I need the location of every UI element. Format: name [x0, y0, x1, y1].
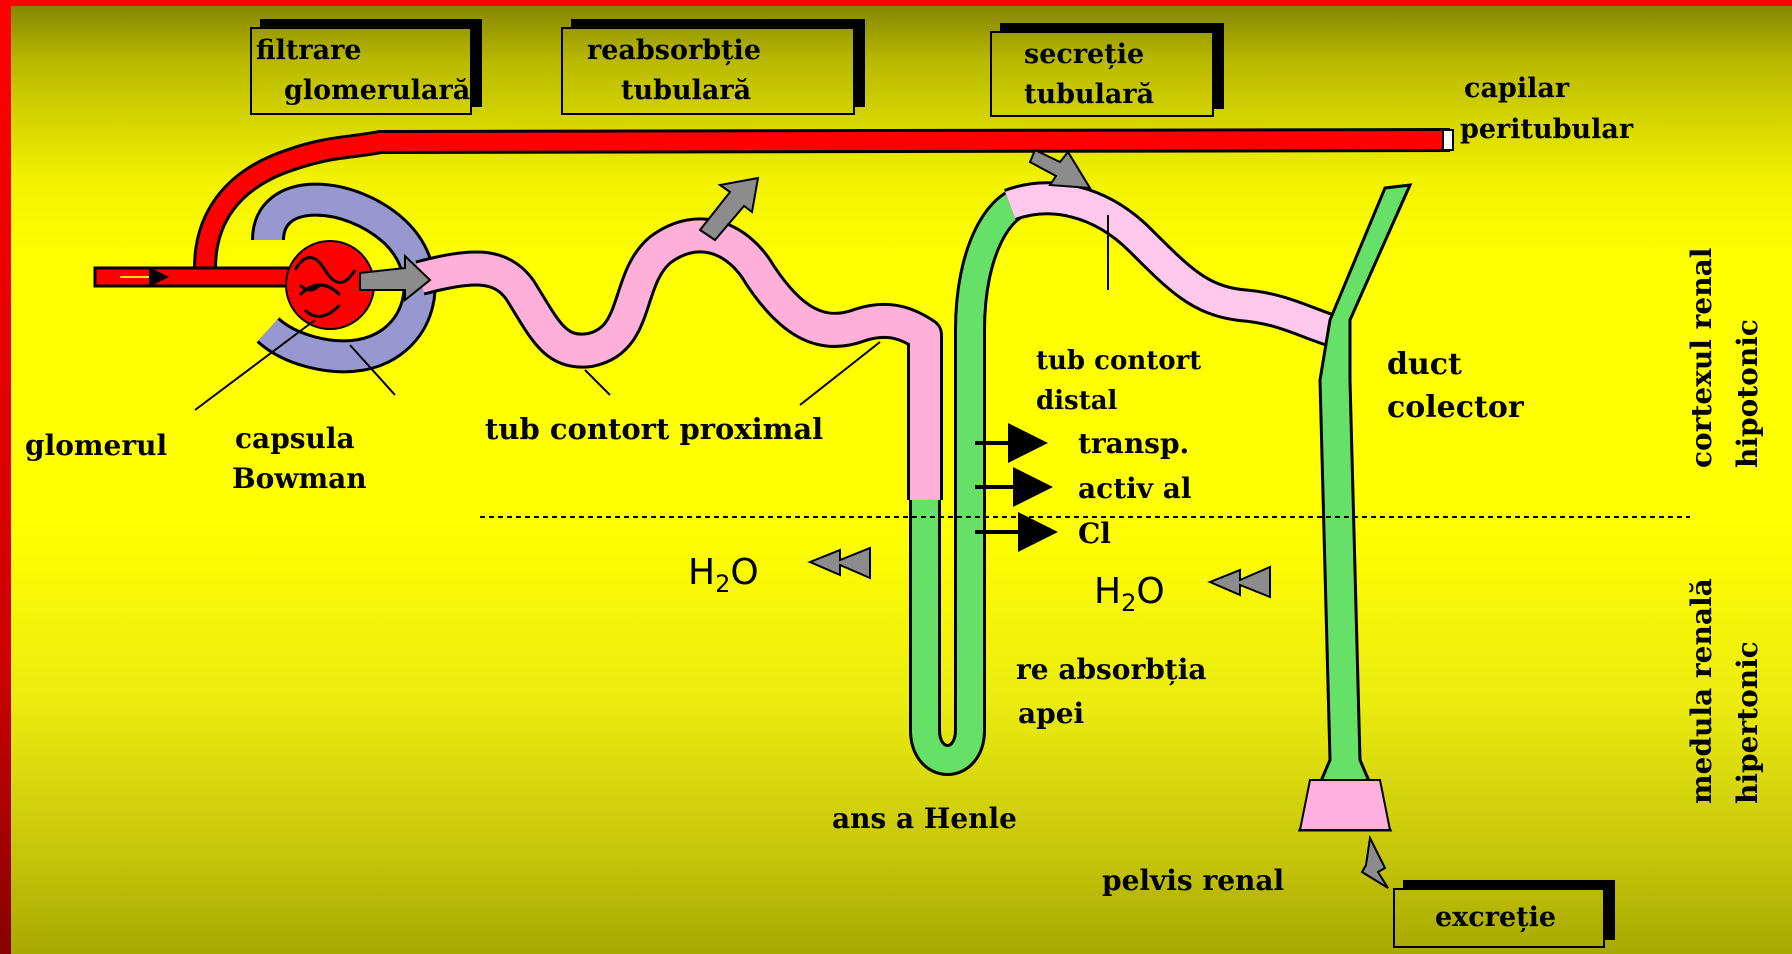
- distal-tubule-label-line2: distal: [1036, 388, 1117, 414]
- capillary-label-line2: peritubular: [1460, 116, 1633, 143]
- water-right-h: H: [1094, 571, 1121, 612]
- transport-arrows: [975, 443, 1050, 532]
- water-left-o: O: [730, 552, 758, 593]
- medulla-zone-label-line1: medula renală: [1688, 578, 1716, 804]
- excretion-box-line1: excreție: [1435, 904, 1556, 931]
- capillary-label-line1: capilar: [1464, 75, 1569, 102]
- glomerulus-label: glomerul: [25, 432, 167, 460]
- transport-label-line1: transp.: [1078, 430, 1189, 458]
- secretion-box: secreție tubulară: [990, 31, 1214, 117]
- excretion-box: excreție: [1393, 888, 1605, 948]
- cortex-zone-label-line1: cortexul renal: [1688, 248, 1716, 468]
- medulla-zone-label-line2: hipertonic: [1734, 641, 1762, 804]
- water-reabsorption-label-line2: apei: [1018, 700, 1084, 728]
- reabsorption-box-line1: reabsorbție: [587, 37, 761, 64]
- collecting-duct: [1300, 185, 1410, 830]
- water-right-label: H2O: [1094, 574, 1165, 615]
- cortex-zone-label-line2: hipotonic: [1734, 319, 1762, 468]
- transport-label-line2: activ al: [1078, 475, 1192, 503]
- water-reabsorption-label-line1: re absorbția: [1016, 656, 1207, 684]
- proximal-tubule-label: tub contort proximal: [485, 415, 823, 444]
- proximal-tubule: [420, 235, 925, 500]
- water-left-label: H2O: [688, 555, 759, 596]
- reabsorption-box: reabsorbție tubulară: [561, 27, 855, 115]
- reabsorption-box-line2: tubulară: [621, 77, 751, 104]
- secretion-box-line2: tubulară: [1024, 81, 1154, 108]
- bowman-label-line1: capsula: [235, 425, 355, 453]
- filtration-box-line1: filtrare: [256, 37, 361, 64]
- water-left-sub: 2: [715, 570, 730, 598]
- distal-tubule: [1010, 198, 1330, 330]
- filtration-box-line2: glomerulară: [284, 77, 470, 104]
- transport-label-line3: Cl: [1078, 520, 1111, 548]
- filtration-box: filtrare glomerulară: [250, 27, 472, 115]
- secretion-box-line1: secreție: [1024, 41, 1144, 68]
- bowman-label-line2: Bowman: [232, 465, 367, 493]
- pelvis-label: pelvis renal: [1102, 867, 1284, 895]
- henle-label: ans a Henle: [832, 805, 1017, 833]
- distal-tubule-label-line1: tub contort: [1036, 348, 1201, 374]
- collecting-duct-label-line1: duct: [1387, 350, 1462, 380]
- water-left-h: H: [688, 552, 715, 593]
- collecting-duct-label-line2: colector: [1387, 393, 1524, 423]
- water-right-sub: 2: [1121, 589, 1136, 617]
- water-right-o: O: [1136, 571, 1164, 612]
